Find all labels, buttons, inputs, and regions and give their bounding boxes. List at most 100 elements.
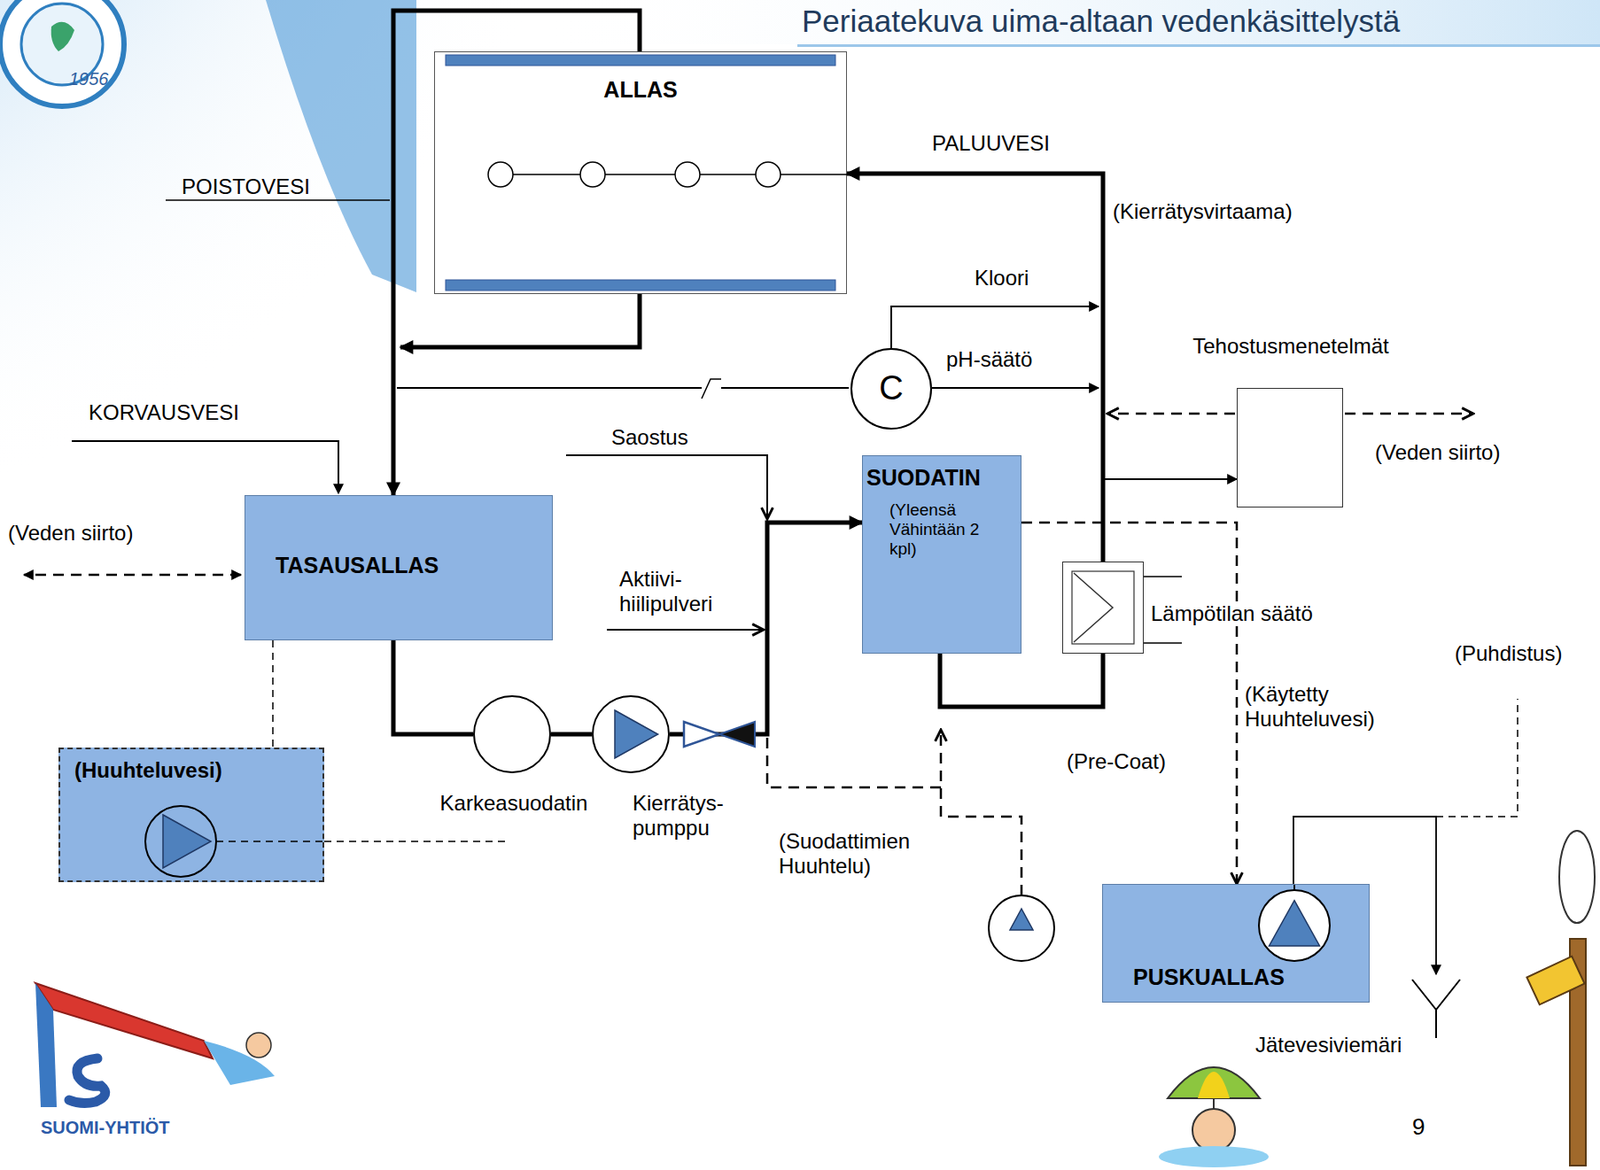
pump-triangle xyxy=(614,710,659,759)
rinse-line xyxy=(324,840,511,843)
edge-label: PALUUVESI xyxy=(932,131,1050,156)
water xyxy=(1158,1146,1269,1168)
pipe-connector xyxy=(1021,522,1237,885)
heat-exchanger: Lämpötilan säätö xyxy=(1062,561,1144,654)
enhancement-box: Tehostusmenetelmät xyxy=(1236,388,1344,508)
pool-tank: ALLAS xyxy=(434,51,847,295)
logo-figure xyxy=(51,22,75,52)
inlet-nozzle xyxy=(755,162,781,187)
node-title: C xyxy=(852,369,931,409)
node-title: ALLAS xyxy=(434,77,847,103)
chlorine-line xyxy=(891,306,1099,349)
transfer-line xyxy=(23,574,241,577)
exchanger-core xyxy=(1071,571,1134,645)
umbrella xyxy=(1167,1067,1260,1099)
pump-triangle xyxy=(1009,908,1034,931)
header-band xyxy=(531,0,1600,45)
sample-line xyxy=(396,387,849,389)
valve-symbol xyxy=(719,722,755,747)
controller-circle: C xyxy=(850,348,933,430)
sign-board xyxy=(1526,956,1585,1005)
node-title: Kierrätys- pumppu xyxy=(632,791,748,840)
slider-person xyxy=(246,1033,272,1058)
bird xyxy=(1559,831,1595,924)
break-symbol xyxy=(701,379,722,399)
pipe-connector xyxy=(1102,479,1237,562)
inlet-nozzle xyxy=(580,162,606,187)
slide-chute xyxy=(35,983,213,1059)
company-logo xyxy=(69,1058,106,1104)
inlet-nozzle xyxy=(675,162,700,187)
precoat-line xyxy=(940,730,1022,896)
flow-label: 9 xyxy=(1412,1114,1425,1142)
pool-band xyxy=(445,279,836,291)
slide-ladder xyxy=(35,983,57,1108)
pump-triangle xyxy=(1269,900,1321,947)
flow-label: (Puhdistus) xyxy=(1454,641,1562,667)
sewer-symbol xyxy=(1412,979,1461,1039)
pump-circle: Kierrätys- pumppu xyxy=(591,695,670,774)
umbrella-panel xyxy=(1197,1071,1230,1099)
node-title: Karkeasuodatin xyxy=(430,791,598,816)
flow-label: SUOMI-YHTIÖT xyxy=(40,1118,171,1139)
club-logo xyxy=(0,0,125,107)
backwash-line xyxy=(767,737,941,788)
rinse-tank: (Huuhteluvesi) xyxy=(58,747,325,883)
flow-label: (Veden siirto) xyxy=(7,520,133,546)
pool-band xyxy=(445,54,836,66)
balance-tank: TASAUSALLAS xyxy=(244,495,553,641)
rinse-pump xyxy=(145,806,217,878)
flow-label: Jätevesiviemäri xyxy=(1255,1033,1402,1058)
node-symbol xyxy=(1063,562,1145,655)
pipes xyxy=(23,200,1518,1039)
node-note: (Yleensä Vähintään 2 kpl) xyxy=(889,500,1001,560)
flow-label: POISTOVESI xyxy=(181,174,311,200)
break-gap xyxy=(701,377,722,399)
pipe-connector xyxy=(939,653,1103,707)
rinse-line xyxy=(216,840,327,843)
makeup-pipe xyxy=(71,441,339,494)
strainer-circle: Karkeasuodatin xyxy=(473,695,552,774)
node-title: SUODATIN xyxy=(866,465,981,491)
node-title: (Huuhteluvesi) xyxy=(74,758,223,784)
precoat-pump xyxy=(988,895,1055,962)
node-title: Lämpötilan säätö xyxy=(1148,601,1316,627)
transfer-line xyxy=(1344,412,1474,416)
dosing-line xyxy=(566,455,768,520)
filter-box: SUODATIN (Yleensä Vähintään 2 kpl) xyxy=(862,455,1022,654)
node-title: PUSKUALLAS xyxy=(1133,964,1285,991)
flow-label: KORVAUSVESI xyxy=(88,400,240,426)
pipe-connector xyxy=(271,640,274,748)
transfer-line xyxy=(1107,412,1235,416)
flow-label: 1956 xyxy=(69,69,109,90)
drain-pipe xyxy=(400,294,640,348)
flow-label: (Pre-Coat) xyxy=(1066,749,1166,775)
bather-head xyxy=(1192,1109,1235,1152)
leader-line xyxy=(165,199,390,202)
cleaning-line xyxy=(1436,699,1518,817)
pipe-connector xyxy=(393,640,474,735)
ph-line xyxy=(932,387,1099,389)
exchanger-symbol xyxy=(1073,573,1113,643)
flow-label: (Suodattimien Huuhtelu) xyxy=(778,829,956,878)
flow-label: (Veden siirto) xyxy=(1374,440,1500,466)
pipe-connector xyxy=(669,522,863,735)
flow-label: (Kierrätysvirtaama) xyxy=(1112,199,1293,225)
pipe-connector xyxy=(551,732,592,738)
dosing-line xyxy=(606,629,764,631)
edge-label: (Käytetty Huuhteluvesi) xyxy=(1244,682,1422,731)
node-title: Tehostusmenetelmät xyxy=(1175,333,1406,359)
pump-triangle xyxy=(163,815,211,869)
buffer-pump xyxy=(1258,890,1330,962)
inlet-pipe xyxy=(488,173,848,176)
flow-label: Saostus xyxy=(611,425,689,451)
flow-label: Aktiivi- hiilipulveri xyxy=(619,566,753,616)
flow-label: pH-säätö xyxy=(946,347,1033,373)
page-title: Periaatekuva uima-altaan vedenkäsittelys… xyxy=(801,3,1400,39)
valve-symbol xyxy=(683,722,720,747)
node-title: TASAUSALLAS xyxy=(275,552,439,579)
node-symbol xyxy=(593,697,672,776)
buffer-tank: PUSKUALLAS xyxy=(1102,884,1370,1003)
header-line xyxy=(797,44,1600,47)
